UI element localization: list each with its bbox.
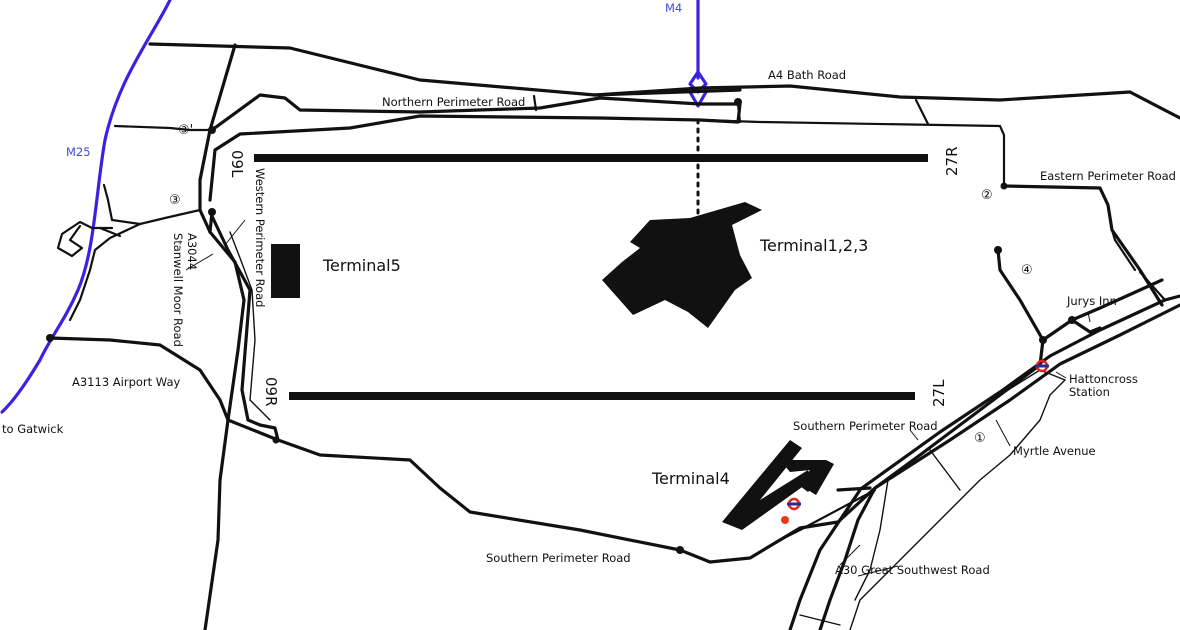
hattoncross-station-label-line1: Hattoncross	[1069, 372, 1138, 386]
m25-motorway	[0, 0, 172, 414]
to-gatwick-label: to Gatwick	[2, 422, 64, 436]
a3044-label: A3044	[185, 233, 199, 270]
marker-3: ③	[169, 193, 181, 208]
south-runway	[289, 392, 915, 400]
eastern-perimeter-road	[1002, 184, 1164, 307]
junction-dots	[46, 98, 1076, 554]
marker-4: ④	[1021, 263, 1033, 278]
runway-09r-label: 09R	[262, 377, 280, 407]
a4-bath-road-label: A4 Bath Road	[768, 68, 846, 82]
north-runway	[254, 154, 928, 162]
a30-great-southwest-road	[799, 294, 1180, 630]
hattoncross-area-roads	[996, 248, 1167, 367]
myrtle-avenue-label: Myrtle Avenue	[1013, 444, 1096, 458]
west-local-roads	[56, 124, 214, 322]
marker-1: ①	[974, 431, 986, 446]
northern-perimeter-road	[208, 93, 1006, 202]
jurys-inn-label: Jurys Inn	[1066, 294, 1117, 308]
southern-perimeter-road-upper-label: Southern Perimeter Road	[793, 419, 938, 433]
leader-lines	[185, 219, 1091, 577]
stanwell-moor-road-label: Stanwell Moor Road	[171, 233, 185, 347]
terminal5-label: Terminal5	[322, 256, 401, 275]
northern-perimeter-road-label: Northern Perimeter Road	[382, 95, 525, 109]
hattoncross-underground-icon	[1035, 359, 1049, 373]
eastern-perimeter-road-label: Eastern Perimeter Road	[1040, 169, 1176, 183]
western-perimeter-road-label: Western Perimeter Road	[253, 168, 267, 307]
terminal5-building	[271, 244, 300, 298]
a3113-airport-way-label: A3113 Airport Way	[72, 375, 180, 389]
a3044-stanwell-moor-road	[198, 43, 246, 630]
marker-3-prime: ③'	[178, 123, 193, 138]
southern-perimeter-road-lower-label: Southern Perimeter Road	[486, 551, 631, 565]
a30-label: A30 Great Southwest Road	[835, 563, 990, 577]
terminal123-building	[602, 202, 762, 328]
runway-09l-label: 09L	[228, 150, 246, 178]
western-perimeter-road	[208, 210, 280, 442]
terminal4-underground-icon	[787, 497, 801, 511]
a4-bath-road	[148, 42, 1180, 120]
marker-2: ②	[981, 188, 993, 203]
a3113-airport-way	[48, 336, 782, 564]
runway-27r-label: 27R	[943, 146, 961, 176]
runways	[254, 154, 928, 400]
terminal4-bus-stop-icon	[781, 516, 789, 524]
terminal4-building	[722, 440, 834, 530]
runway-27l-label: 27L	[930, 379, 948, 407]
terminal123-label: Terminal1,2,3	[759, 236, 868, 255]
hattoncross-station-label-line2: Station	[1069, 385, 1110, 399]
terminal4-label: Terminal4	[651, 469, 730, 488]
m4-label: M4	[665, 1, 682, 15]
m25-label: M25	[66, 145, 91, 159]
